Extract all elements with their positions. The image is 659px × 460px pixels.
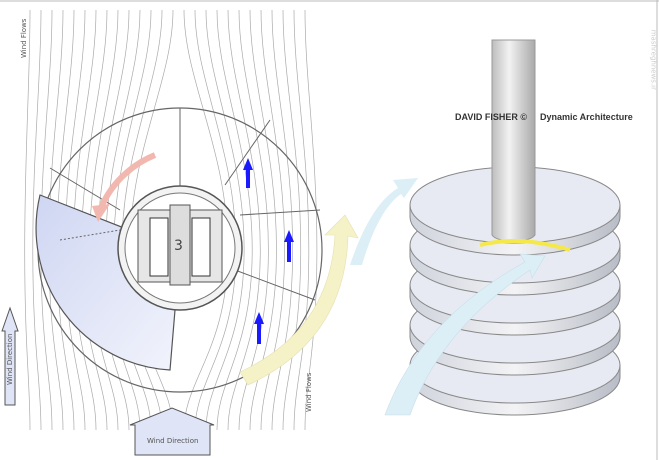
wind-flow-line (271, 9, 293, 431)
wind-flow-line (24, 9, 31, 431)
wind-direction-label-bottom: Wind Direction (147, 437, 199, 445)
left-wind-direction-arrow (1, 306, 19, 406)
wind-flow-line (304, 9, 318, 431)
wind-arrow-yellow (239, 214, 359, 386)
core-label: 3 (174, 238, 183, 254)
wind-flows-label-bottom: Wind Flows (305, 372, 313, 412)
wind-direction-label-left: Wind Direction (6, 333, 14, 385)
author-credit: DAVID FISHER © (455, 112, 527, 122)
diagram-title: Dynamic Architecture (540, 112, 633, 122)
rotation-arrow (97, 152, 157, 212)
wind-flow-line (249, 9, 277, 431)
wind-flow-line (260, 9, 285, 431)
floor-plan: 3 (35, 107, 323, 393)
tower-perspective (384, 39, 621, 416)
wind-arrows-blue (243, 158, 294, 344)
wind-flows-label-top: Wind Flows (20, 18, 28, 58)
wind-flow-line (32, 9, 42, 431)
bottom-wind-direction-arrow (129, 407, 215, 456)
wind-flow-line (205, 9, 245, 431)
wind-flow-line (293, 9, 310, 431)
watermark: mashreghnews.ir (649, 29, 657, 90)
wind-arrow-lightblue-main (384, 253, 546, 416)
wind-arrow-lightblue-top (350, 178, 418, 265)
wind-flow-line (282, 9, 302, 431)
wind-flow-line (227, 9, 261, 431)
